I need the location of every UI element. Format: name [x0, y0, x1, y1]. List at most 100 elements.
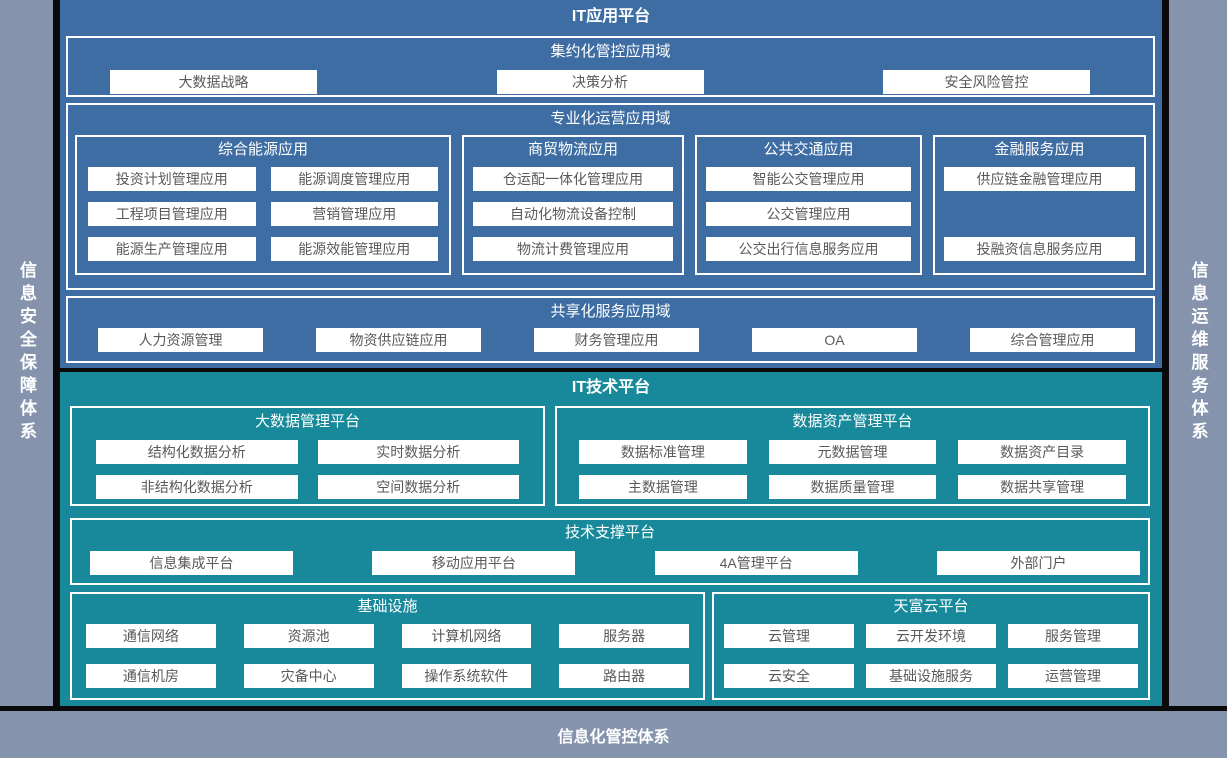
tech-item-box: 元数据管理: [768, 440, 937, 464]
tech-item-box: 外部门户: [936, 551, 1140, 575]
it-tech-platform-panel: IT技术平台 大数据管理平台 结构化数据分析 实时数据分析 非结构化数据分析 空…: [60, 372, 1162, 706]
bottom-bar-label: 信息化管控体系: [557, 728, 670, 746]
tech-item-box: 通信网络: [86, 624, 216, 648]
group-infrastructure: 基础设施 通信网络 资源池 计算机网络 服务器 通信机房 灾备中心 操作系统软件…: [70, 592, 705, 700]
domain-title: 集约化管控应用域: [550, 43, 671, 60]
app-item-box: 投资计划管理应用: [88, 167, 256, 191]
app-item-box: 人力资源管理: [98, 328, 263, 352]
group-items: 投资计划管理应用 能源调度管理应用 工程项目管理应用 营销管理应用 能源生产管理…: [77, 167, 449, 261]
group-title: 天富云平台: [893, 598, 969, 615]
right-sidebar: 信息运维服务体系: [1169, 0, 1227, 706]
app-item-box: 仓运配一体化管理应用: [473, 167, 673, 191]
group-items: 结构化数据分析 实时数据分析 非结构化数据分析 空间数据分析: [72, 440, 543, 499]
tech-platform-title: IT技术平台: [571, 379, 651, 396]
app-item-box: 工程项目管理应用: [88, 202, 256, 226]
group-public-transport: 公共交通应用 智能公交管理应用 公交管理应用 公交出行信息服务应用: [695, 135, 922, 275]
app-item-box: 决策分析: [496, 70, 704, 94]
tech-item-box: 数据共享管理: [958, 475, 1126, 499]
app-item-box: 智能公交管理应用: [706, 167, 911, 191]
tech-item-box: 结构化数据分析: [96, 440, 298, 464]
tech-item-box: 云管理: [724, 624, 854, 648]
app-item-box: 自动化物流设备控制: [473, 202, 673, 226]
app-item-box: 能源效能管理应用: [270, 237, 438, 261]
tech-item-box: 运营管理: [1008, 664, 1138, 688]
group-tianfu-cloud-platform: 天富云平台 云管理 云开发环境 服务管理 云安全 基础设施服务 运营管理: [712, 592, 1150, 700]
group-integrated-energy: 综合能源应用 投资计划管理应用 能源调度管理应用 工程项目管理应用 营销管理应用…: [75, 135, 451, 275]
domain-title: 专业化运营应用域: [550, 110, 671, 127]
group-bigdata-mgmt-platform: 大数据管理平台 结构化数据分析 实时数据分析 非结构化数据分析 空间数据分析: [70, 406, 545, 506]
tech-item-box: 云开发环境: [866, 624, 996, 648]
group-items: 云管理 云开发环境 服务管理 云安全 基础设施服务 运营管理: [714, 624, 1148, 688]
group-items: 信息集成平台 移动应用平台 4A管理平台 外部门户: [72, 551, 1148, 575]
group-title: 基础设施: [357, 598, 418, 615]
group-items: 仓运配一体化管理应用 自动化物流设备控制 物流计费管理应用: [464, 167, 682, 261]
tech-item-box: 主数据管理: [579, 475, 747, 499]
tech-item-box: 操作系统软件: [401, 664, 532, 688]
main-content: IT应用平台 集约化管控应用域 大数据战略 决策分析 安全风险管控 专业化运营应…: [53, 0, 1169, 706]
app-item-box: 公交管理应用: [706, 202, 911, 226]
app-item-box: 营销管理应用: [270, 202, 438, 226]
app-item-box: OA: [752, 328, 917, 352]
bottom-divider: [0, 706, 1227, 711]
tech-item-box: 服务管理: [1008, 624, 1138, 648]
tech-item-box: 灾备中心: [243, 664, 374, 688]
group-title: 技术支撑平台: [564, 524, 655, 541]
tech-item-box: 空间数据分析: [317, 475, 519, 499]
tech-item-box: 资源池: [243, 624, 374, 648]
right-sidebar-label: 信息运维服务体系: [1188, 261, 1208, 445]
tech-item-box: 信息集成平台: [90, 551, 293, 575]
app-item-box: 物流计费管理应用: [473, 237, 673, 261]
app-item-box: 能源调度管理应用: [270, 167, 438, 191]
group-items: 智能公交管理应用 公交管理应用 公交出行信息服务应用: [697, 167, 920, 261]
tech-item-box: 非结构化数据分析: [96, 475, 298, 499]
tech-item-box: 实时数据分析: [317, 440, 519, 464]
group-financial-services: 金融服务应用 供应链金融管理应用 投融资信息服务应用: [933, 135, 1146, 275]
app-item-box: 安全风险管控: [883, 70, 1090, 94]
group-title: 商贸物流应用: [527, 141, 618, 158]
app-item-box: 大数据战略: [110, 70, 317, 94]
tech-item-box: 基础设施服务: [866, 664, 996, 688]
app-item-box: 能源生产管理应用: [88, 237, 256, 261]
tech-item-box: 数据质量管理: [768, 475, 937, 499]
tech-item-box: 计算机网络: [401, 624, 532, 648]
domain-intensive-control: 集约化管控应用域 大数据战略 决策分析 安全风险管控: [66, 36, 1155, 97]
left-sidebar-label: 信息安全保障体系: [17, 261, 36, 445]
tech-item-box: 路由器: [559, 664, 689, 688]
tech-item-box: 云安全: [724, 664, 854, 688]
group-items: 供应链金融管理应用 投融资信息服务应用: [935, 167, 1144, 261]
left-sidebar: 信息安全保障体系: [0, 0, 53, 706]
domain-items-row: 大数据战略 决策分析 安全风险管控: [68, 70, 1153, 94]
group-title: 公共交通应用: [763, 141, 854, 158]
group-title: 金融服务应用: [994, 141, 1085, 158]
app-item-box: 供应链金融管理应用: [944, 167, 1135, 191]
domain-shared-services: 共享化服务应用域 人力资源管理 物资供应链应用 财务管理应用 OA 综合管理应用: [66, 296, 1155, 363]
tech-item-box: 数据资产目录: [958, 440, 1126, 464]
group-items: 通信网络 资源池 计算机网络 服务器 通信机房 灾备中心 操作系统软件 路由器: [72, 624, 703, 688]
domain-specialized-operation: 专业化运营应用域 综合能源应用 投资计划管理应用 能源调度管理应用 工程项目管理…: [66, 103, 1155, 290]
tech-row-data: 大数据管理平台 结构化数据分析 实时数据分析 非结构化数据分析 空间数据分析 数…: [70, 406, 1150, 506]
tech-row-infra: 基础设施 通信网络 资源池 计算机网络 服务器 通信机房 灾备中心 操作系统软件…: [70, 592, 1150, 700]
domain-items-row: 人力资源管理 物资供应链应用 财务管理应用 OA 综合管理应用: [68, 328, 1153, 352]
app-item-box: 公交出行信息服务应用: [706, 237, 911, 261]
tech-item-box: 服务器: [559, 624, 689, 648]
app-item-box: 投融资信息服务应用: [944, 237, 1135, 261]
app-platform-title: IT应用平台: [571, 8, 651, 25]
tech-item-box: 移动应用平台: [372, 551, 576, 575]
group-items: 数据标准管理 元数据管理 数据资产目录 主数据管理 数据质量管理 数据共享管理: [557, 440, 1148, 499]
panel-divider: [60, 368, 1162, 372]
domain-groups-row: 综合能源应用 投资计划管理应用 能源调度管理应用 工程项目管理应用 营销管理应用…: [68, 135, 1153, 275]
group-tech-support-platform: 技术支撑平台 信息集成平台 移动应用平台 4A管理平台 外部门户: [70, 518, 1150, 585]
group-data-asset-platform: 数据资产管理平台 数据标准管理 元数据管理 数据资产目录 主数据管理 数据质量管…: [555, 406, 1150, 506]
bottom-bar: 信息化管控体系: [0, 711, 1227, 758]
app-item-box: 财务管理应用: [534, 328, 699, 352]
tech-item-box: 4A管理平台: [654, 551, 858, 575]
app-item-box: 综合管理应用: [970, 328, 1135, 352]
group-trade-logistics: 商贸物流应用 仓运配一体化管理应用 自动化物流设备控制 物流计费管理应用: [462, 135, 684, 275]
group-title: 数据资产管理平台: [792, 413, 913, 430]
it-app-platform-panel: IT应用平台 集约化管控应用域 大数据战略 决策分析 安全风险管控 专业化运营应…: [60, 0, 1162, 368]
group-title: 综合能源应用: [217, 141, 308, 158]
domain-title: 共享化服务应用域: [550, 303, 671, 320]
tech-item-box: 通信机房: [86, 664, 216, 688]
group-title: 大数据管理平台: [254, 413, 360, 430]
